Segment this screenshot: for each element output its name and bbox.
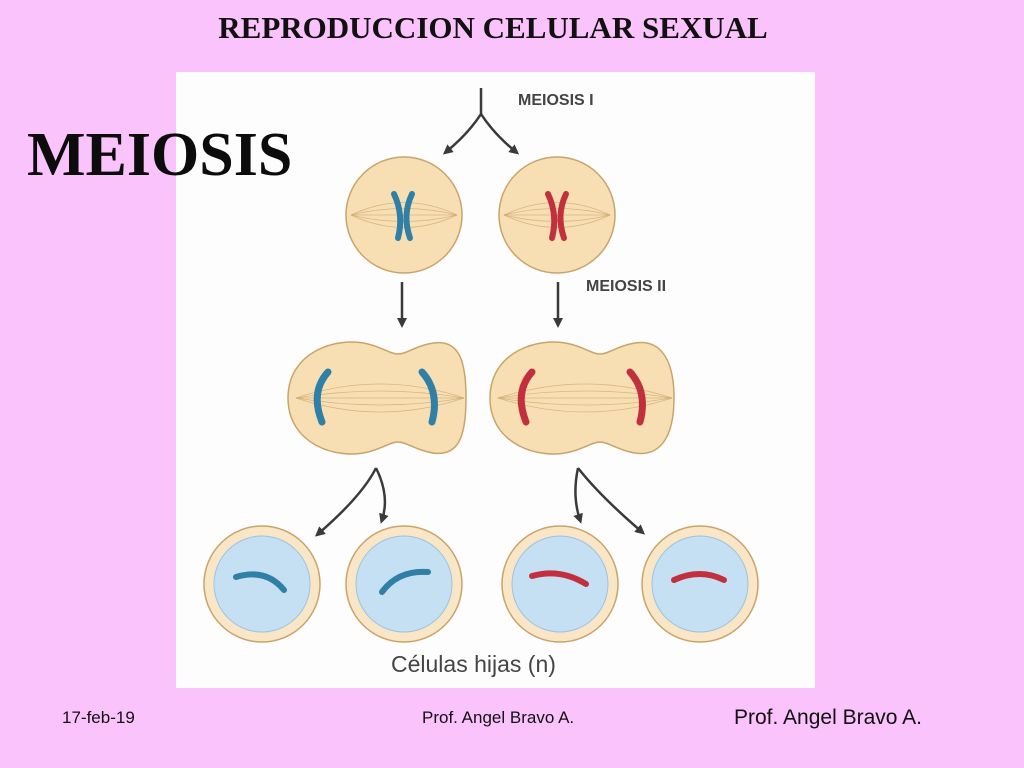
meiosis-2-down-arrows <box>397 282 563 328</box>
slide-title: REPRODUCCION CELULAR SEXUAL <box>218 10 768 45</box>
cell-meiosis-2-right <box>489 341 675 455</box>
daughter-split-arrows <box>314 467 646 537</box>
meiosis-diagram: MEIOSIS I MEIOSIS II Células hijas (n) <box>176 72 815 688</box>
daughter-cell-2 <box>345 525 463 643</box>
cell-meiosis-1-right <box>498 156 616 274</box>
cell-meiosis-2-left <box>287 341 467 455</box>
cell-meiosis-1-left <box>345 156 463 274</box>
daughter-cell-4 <box>641 525 759 643</box>
footer-date: 17-feb-19 <box>62 708 135 727</box>
meiosis-heading: MEIOSIS <box>27 121 293 189</box>
chromosome-blue <box>391 191 415 241</box>
daughter-cell-3 <box>501 525 619 643</box>
footer-author-center: Prof. Angel Bravo A. <box>422 708 575 727</box>
label-meiosis-1: MEIOSIS I <box>518 92 594 109</box>
label-daughter-cells: Células hijas (n) <box>391 651 556 677</box>
footer-author-right: Prof. Angel Bravo A. <box>734 706 922 729</box>
meiosis-1-split-arrow <box>442 88 520 155</box>
meiosis-diagram-svg: MEIOSIS I MEIOSIS II Células hijas (n) <box>203 88 759 677</box>
chromosome-red <box>545 191 569 241</box>
daughter-cell-1 <box>203 525 321 643</box>
label-meiosis-2: MEIOSIS II <box>586 278 666 295</box>
